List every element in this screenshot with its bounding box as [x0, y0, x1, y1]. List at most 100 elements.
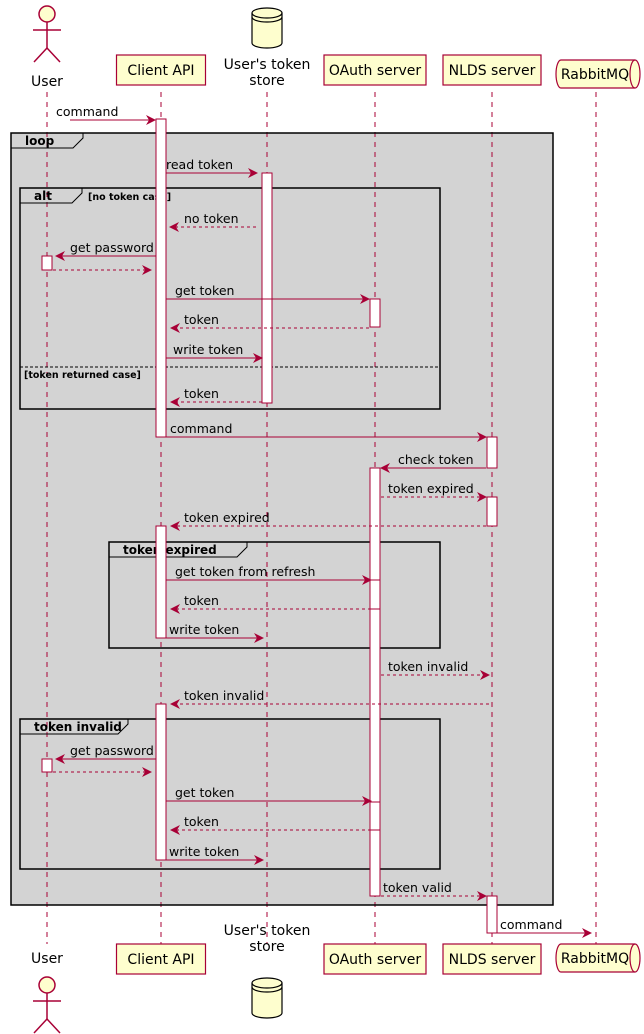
frame-title: token expired [123, 543, 217, 557]
message-label: get token from refresh [175, 564, 315, 579]
participant-label: Client API [127, 63, 194, 79]
message-arrow: read token [166, 157, 258, 178]
database-icon [251, 977, 283, 1019]
participant-user-bottom: User [31, 951, 63, 1034]
message-arrow: token valid [381, 880, 487, 901]
participant-label: OAuth server [329, 952, 422, 968]
message-label: get token [175, 283, 234, 298]
message-arrow: no token [169, 211, 256, 232]
message-arrow: token [170, 814, 371, 835]
message-label: token [184, 814, 219, 829]
message-arrow: token expired [170, 510, 486, 531]
frame-title: loop [25, 134, 55, 148]
actor-icon [33, 976, 61, 1034]
message-label: token [184, 312, 219, 327]
message-arrow: get token [166, 283, 370, 304]
participant-nlds-top: NLDS server [442, 54, 542, 86]
frame-else-guard: [token returned case] [24, 370, 141, 381]
activation-oauth [369, 467, 381, 897]
participant-box [115, 54, 207, 86]
message-label: token [184, 593, 219, 608]
participant-box [323, 54, 427, 86]
participant-label: Client API [127, 952, 194, 968]
activation-oauth [369, 801, 381, 831]
participant-box [115, 943, 207, 975]
message-arrow: get token [166, 785, 372, 806]
participant-box [442, 943, 542, 975]
message-label: token invalid [388, 659, 468, 674]
participant-label: RabbitMQ [561, 951, 629, 967]
participant-oauth-top: OAuth server [323, 54, 427, 86]
activation-user [41, 255, 53, 271]
participant-client-top: Client API [115, 54, 207, 86]
participant-label: OAuth server [329, 63, 422, 79]
participant-box [323, 943, 427, 975]
frame-title: alt [34, 189, 52, 203]
message-arrow: token [170, 312, 369, 333]
message-label: command [56, 104, 118, 119]
participant-rabbit-top: RabbitMQ [555, 59, 641, 89]
message-arrow: command [497, 917, 592, 938]
participant-label: NLDS server [449, 952, 536, 968]
frame-invalid: token invalid [19, 718, 441, 870]
message-arrow: token expired [381, 481, 487, 502]
participant-rabbit-bottom: RabbitMQ [555, 943, 641, 973]
activation-nlds [486, 436, 498, 469]
message-arrow: write token [166, 844, 264, 865]
frame-alt: alt [no token case] [token returned case] [19, 187, 441, 410]
message-label: write token [169, 622, 239, 637]
message-label: token [184, 386, 219, 401]
activation-nlds [486, 496, 498, 527]
activation-client [155, 118, 167, 438]
message-label: check token [398, 452, 474, 467]
participant-label: NLDS server [449, 63, 536, 79]
frame-expired: token expired [108, 541, 441, 649]
activation-oauth [369, 298, 381, 328]
actor-icon [33, 5, 61, 63]
message-label: command [170, 421, 232, 436]
participant-oauth-bottom: OAuth server [323, 943, 427, 975]
message-label: token valid [383, 880, 452, 895]
message-arrow: get token from refresh [166, 564, 372, 585]
message-label: write token [173, 342, 243, 357]
message-label: token expired [184, 510, 270, 525]
message-label: token invalid [184, 688, 264, 703]
frame-guard: [no token case] [88, 192, 171, 203]
message-arrow: write token [166, 622, 264, 643]
database-icon [251, 7, 283, 49]
message-label: token expired [388, 481, 474, 496]
activation-client [155, 703, 167, 861]
message-label: get password [70, 743, 154, 758]
message-arrow: check token [380, 452, 486, 473]
message-arrow: token [170, 386, 262, 407]
activation-user [41, 758, 53, 773]
participant-client-bottom: Client API [115, 943, 207, 975]
participant-label: User [31, 951, 63, 967]
message-label: no token [184, 211, 239, 226]
participant-label: RabbitMQ [561, 67, 629, 83]
message-arrow: token invalid [381, 659, 490, 680]
activation-client [155, 525, 167, 639]
participant-nlds-bottom: NLDS server [442, 943, 542, 975]
activation-nlds [486, 895, 498, 934]
message-arrow: command [56, 104, 156, 125]
message-arrow: get password [55, 240, 156, 261]
participant-box [442, 54, 542, 86]
message-arrow: token invalid [170, 688, 489, 709]
message-arrow: command [166, 421, 487, 442]
message-arrow: get password [55, 743, 156, 764]
message-label: read token [166, 157, 233, 172]
message-arrow: token [170, 593, 371, 614]
message-arrow: write token [166, 342, 263, 363]
frame-loop: loop [10, 132, 554, 906]
message-label: command [500, 917, 562, 932]
activation-store [261, 172, 273, 404]
message-label: get token [175, 785, 234, 800]
message-label: get password [70, 240, 154, 255]
frame-title: token invalid [34, 720, 122, 734]
